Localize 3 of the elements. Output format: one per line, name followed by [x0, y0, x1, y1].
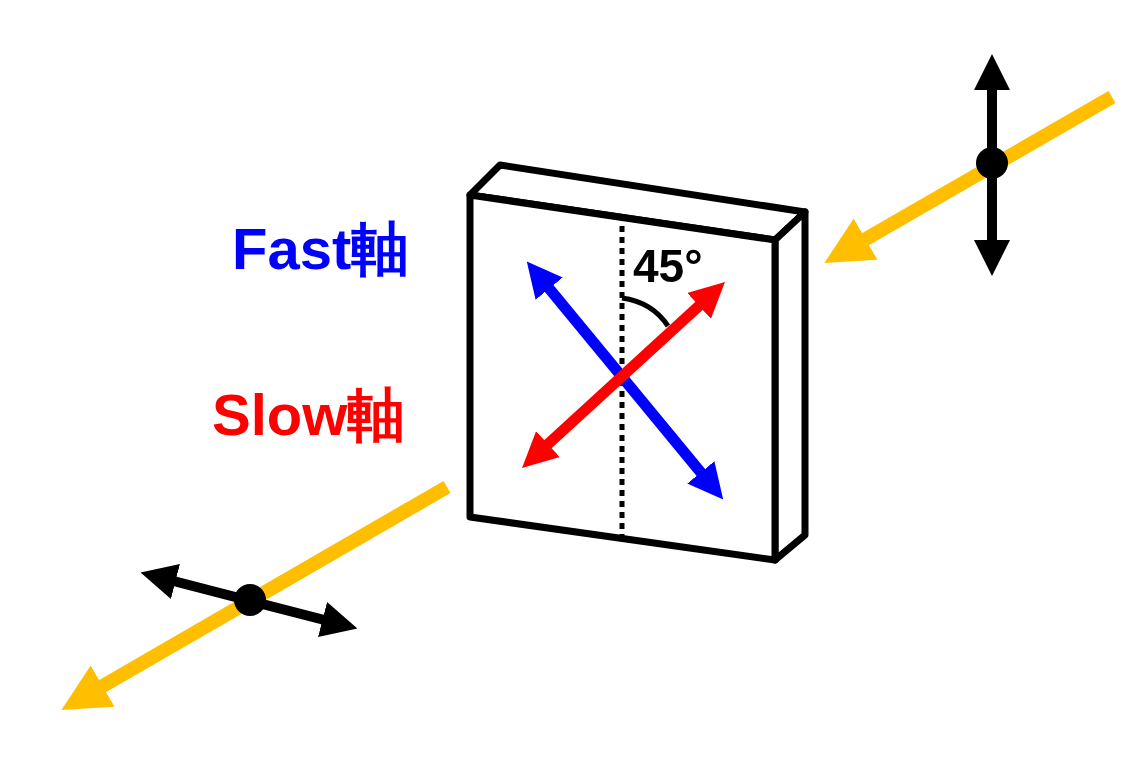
axis-label: Slow軸 — [212, 386, 406, 444]
axis-label: Fast軸 — [232, 220, 410, 278]
angle-label: 45° — [633, 243, 703, 289]
